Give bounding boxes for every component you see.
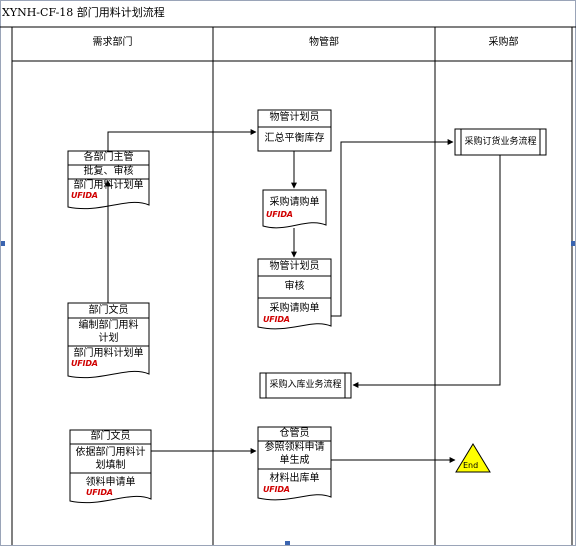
ufida-logo: UFIDA (71, 359, 98, 368)
dept-clerk1-action-line2: 计划 (98, 333, 119, 344)
dept-clerk1-doc: 部门用料计划单 (73, 348, 144, 359)
planner1-role: 物管计划员 (269, 112, 320, 123)
warehouse-role: 仓管员 (279, 428, 310, 439)
warehouse-action-line1: 参照领料申请 (264, 442, 325, 453)
planner2-role: 物管计划员 (269, 261, 320, 272)
purchase-order-flow-label: 采购订货业务流程 (464, 137, 537, 147)
dept-clerk1-role: 部门文员 (88, 305, 129, 316)
ufida-logo: UFIDA (263, 485, 290, 494)
warehouse-doc: 材料出库单 (269, 473, 320, 484)
end-label: End (463, 461, 479, 470)
dept-manager-doc: 部门用料计划单 (73, 180, 144, 191)
handle-bottom[interactable] (285, 541, 290, 545)
purchase-req-doc-node (262, 189, 327, 229)
purchase-order-flow-node (454, 128, 547, 156)
warehouse-action-line2: 单生成 (279, 455, 310, 466)
purchase-req-doc: 采购请购单 (269, 197, 320, 208)
dept-clerk2-node (69, 429, 152, 504)
warehouse-node (257, 426, 332, 501)
ufida-logo: UFIDA (263, 315, 290, 324)
lane-header-demand: 需求部门 (92, 37, 133, 48)
dept-clerk2-action-line2: 划填制 (95, 460, 126, 471)
ufida-logo: UFIDA (86, 488, 113, 497)
ufida-logo: UFIDA (266, 210, 293, 219)
dept-clerk1-action-line1: 编制部门用料 (78, 320, 139, 331)
dept-clerk1-node (67, 302, 150, 379)
dept-manager-action: 批复、审核 (83, 166, 134, 177)
handle-right[interactable] (571, 241, 575, 246)
handle-left[interactable] (1, 241, 5, 246)
planner2-action: 审核 (284, 281, 305, 292)
ufida-logo: UFIDA (71, 191, 98, 200)
end-terminator (455, 443, 491, 473)
inbound-flow-node (259, 372, 352, 399)
planner1-node (257, 109, 332, 152)
arrow-manager-to-planner1 (107, 129, 257, 151)
planner2-doc: 采购请购单 (269, 303, 320, 314)
lane-header-purchasing: 采购部 (488, 37, 519, 48)
dept-clerk2-doc: 领料申请单 (85, 477, 136, 488)
inbound-flow-label: 采购入库业务流程 (269, 380, 342, 390)
planner1-action: 汇总平衡库存 (264, 133, 325, 144)
dept-manager-role: 各部门主管 (83, 152, 134, 163)
lane-header-materials: 物管部 (309, 37, 339, 48)
dept-clerk2-role: 部门文员 (90, 431, 131, 442)
page-title: XYNH-CF-18 部门用料计划流程 (2, 6, 165, 19)
arrow-order-flow-to-inbound (352, 155, 501, 388)
arrow-planner2-to-order-flow (331, 139, 454, 317)
dept-clerk2-action-line1: 依据部门用料计 (75, 447, 146, 458)
planner2-node (257, 258, 332, 330)
